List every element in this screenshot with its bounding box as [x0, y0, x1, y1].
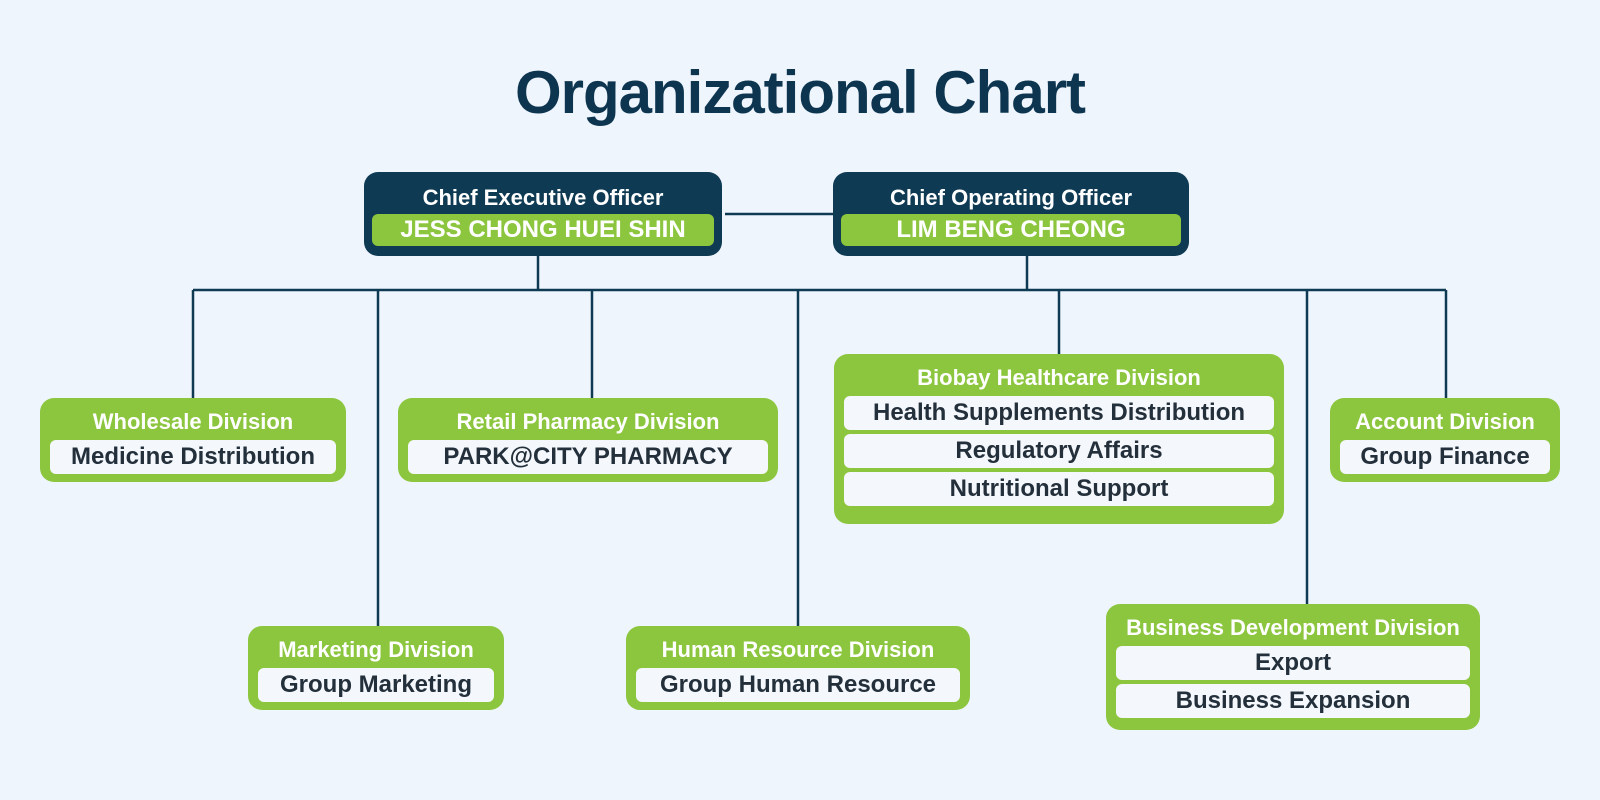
ceo-role: Chief Executive Officer: [422, 185, 664, 210]
human-resource-division-box: Human Resource Division Group Human Reso…: [626, 626, 970, 710]
ceo-box: Chief Executive Officer JESS CHONG HUEI …: [364, 172, 722, 256]
biobay-item-regulatory-affairs: Regulatory Affairs: [844, 434, 1274, 468]
page-title: Organizational Chart: [514, 59, 1086, 126]
biobay-healthcare-division-title: Biobay Healthcare Division: [917, 365, 1201, 390]
bizdev-item-business-expansion: Business Expansion: [1116, 684, 1470, 718]
retail-pharmacy-division-title: Retail Pharmacy Division: [456, 409, 720, 434]
human-resource-division-title: Human Resource Division: [661, 637, 935, 662]
retail-pharmacy-division-item: PARK@CITY PHARMACY: [408, 440, 768, 474]
marketing-division-title: Marketing Division: [278, 637, 474, 662]
business-development-division-box: Business Development Division Export Bus…: [1106, 604, 1480, 730]
wholesale-division-item: Medicine Distribution: [50, 440, 336, 474]
wholesale-division-box: Wholesale Division Medicine Distribution: [40, 398, 346, 482]
bizdev-item-export: Export: [1116, 646, 1470, 680]
marketing-division-item: Group Marketing: [258, 668, 494, 702]
biobay-item-health-supplements: Health Supplements Distribution: [844, 396, 1274, 430]
account-division-item: Group Finance: [1340, 440, 1550, 474]
human-resource-division-item: Group Human Resource: [636, 668, 960, 702]
marketing-division-box: Marketing Division Group Marketing: [248, 626, 504, 710]
coo-box: Chief Operating Officer LIM BENG CHEONG: [833, 172, 1189, 256]
wholesale-division-title: Wholesale Division: [92, 409, 294, 434]
business-development-division-title: Business Development Division: [1126, 615, 1460, 640]
coo-name: LIM BENG CHEONG: [841, 214, 1181, 246]
account-division-title: Account Division: [1355, 409, 1535, 434]
account-division-box: Account Division Group Finance: [1330, 398, 1560, 482]
coo-role: Chief Operating Officer: [889, 185, 1133, 210]
biobay-item-nutritional-support: Nutritional Support: [844, 472, 1274, 506]
ceo-name: JESS CHONG HUEI SHIN: [372, 214, 714, 246]
biobay-healthcare-division-box: Biobay Healthcare Division Health Supple…: [834, 354, 1284, 524]
retail-pharmacy-division-box: Retail Pharmacy Division PARK@CITY PHARM…: [398, 398, 778, 482]
